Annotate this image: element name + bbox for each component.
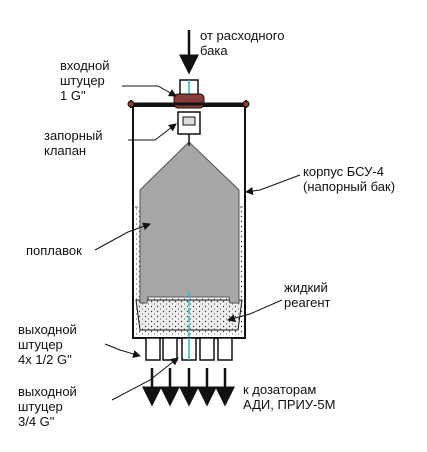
label-liquid-reagent: жидкий реагент xyxy=(284,280,331,310)
label-outlet-small: выходной штуцер 4x 1/2 G" xyxy=(18,322,77,367)
label-inlet-fitting: входной штуцер 1 G" xyxy=(60,58,110,103)
outflow-arrows xyxy=(142,368,235,407)
label-shutoff-valve: запорный клапан xyxy=(44,128,103,158)
label-float: поплавок xyxy=(26,243,82,258)
label-housing: корпус БСУ-4 (напорный бак) xyxy=(303,164,396,194)
inlet-assembly xyxy=(127,79,250,146)
label-dispensers: к дозаторам АДИ, ПРИУ-5М xyxy=(243,382,336,412)
label-outlet-main: выходной штуцер 3/4 G" xyxy=(18,384,77,429)
leader-lines xyxy=(94,85,301,401)
outlet-fittings xyxy=(145,337,233,361)
label-inlet-source: от расходного бака xyxy=(200,28,285,58)
